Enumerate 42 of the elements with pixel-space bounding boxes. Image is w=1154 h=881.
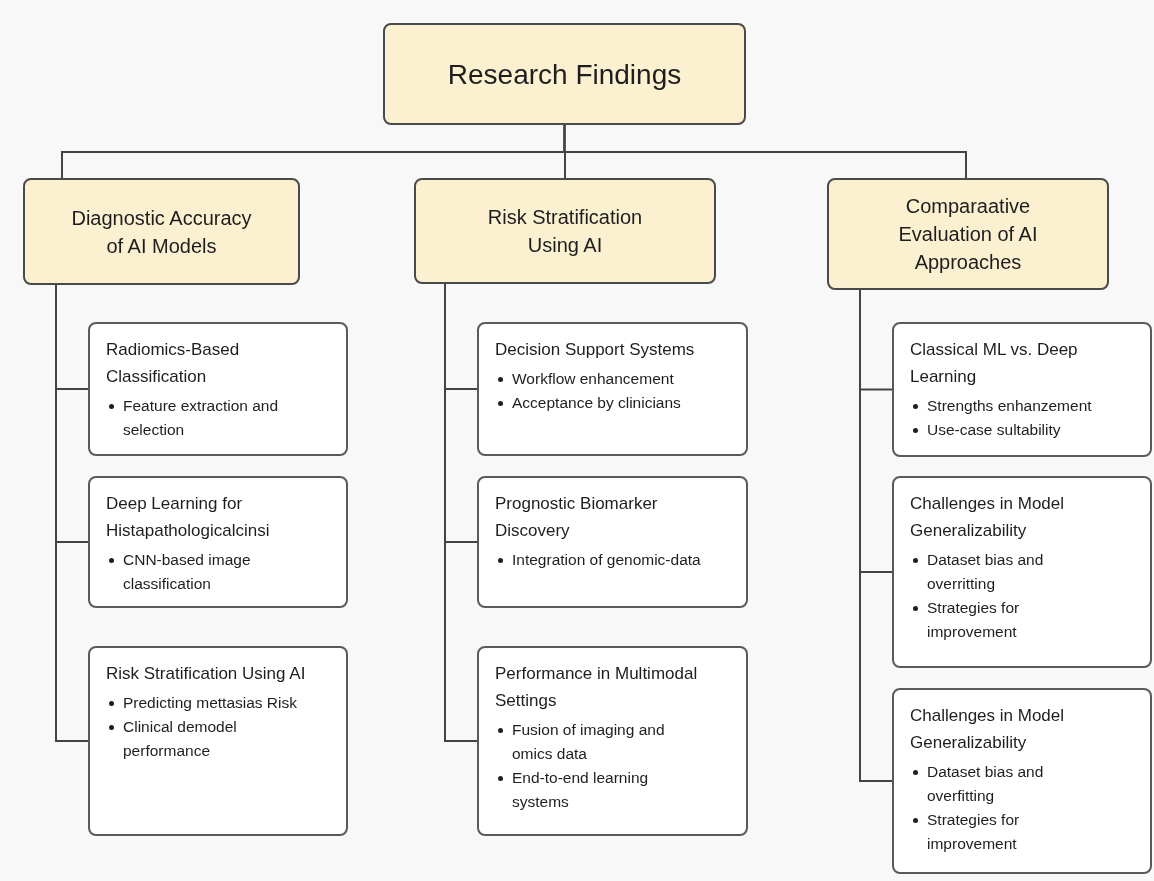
- topic-heading: Classical ML vs. Deep Learning: [910, 339, 1079, 389]
- bullet-text: Acceptance by clinicians: [512, 393, 681, 414]
- bullet-text: Fusion of imaging and omics data: [512, 720, 666, 765]
- topic-box: [892, 322, 1152, 457]
- topic-heading: Prognostic Biomarker Discovery: [495, 493, 659, 543]
- topic-heading: Radiomics-Based Classification: [106, 339, 241, 389]
- bullet-text: Strategies for improvement: [927, 810, 1021, 855]
- category-title: Comparaative Evaluation of AI Approaches: [897, 194, 1039, 275]
- topic-heading: Decision Support Systems: [495, 339, 696, 361]
- root-box: [383, 23, 746, 125]
- bullet-text: End-to-end learning systems: [512, 768, 650, 813]
- topic-heading: Performance in Multimodal Settings: [495, 663, 699, 713]
- node-label: Research Findings: [447, 57, 682, 92]
- topic-box: [88, 476, 348, 608]
- bullet-text: Feature extraction and selection: [123, 396, 280, 441]
- topic-heading: Challenges in Model Generalizability: [910, 705, 1066, 755]
- category-box: [827, 178, 1109, 290]
- category-title: Risk Stratification Using AI: [486, 205, 644, 258]
- topic-box: [892, 688, 1152, 874]
- bullet-text: Strengths enhanzement: [927, 396, 1092, 417]
- bullet-text: Dataset bias and overfitting: [927, 762, 1045, 807]
- bullet-text: Strategies for improvement: [927, 598, 1021, 643]
- bullet-text: Integration of genomic-data: [512, 550, 701, 571]
- topic-heading: Risk Stratification Using AI: [106, 663, 306, 685]
- topic-box: [477, 476, 748, 608]
- category-title: Diagnostic Accuracy of AI Models: [70, 205, 253, 259]
- bullet-text: CNN-based image classification: [123, 550, 252, 595]
- category-box: [414, 178, 716, 284]
- topic-box: [477, 646, 748, 836]
- topic-box: [477, 322, 748, 456]
- category-box: [23, 178, 300, 285]
- bullet-text: Workflow enhancement: [512, 369, 674, 390]
- topic-box: [88, 322, 348, 456]
- bullet-text: Clinical demodel performance: [123, 717, 238, 762]
- connector-line: [563, 124, 967, 179]
- topic-box: [892, 476, 1152, 668]
- bullet-text: Dataset bias and overritting: [927, 550, 1045, 595]
- topic-heading: Deep Learning for Histapathologicalcinsi: [106, 493, 271, 543]
- topic-box: [88, 646, 348, 836]
- topic-heading: Challenges in Model Generalizability: [910, 493, 1066, 543]
- bullet-text: Predicting mettasias Risk: [123, 693, 297, 714]
- bullet-text: Use-case sultability: [927, 420, 1061, 441]
